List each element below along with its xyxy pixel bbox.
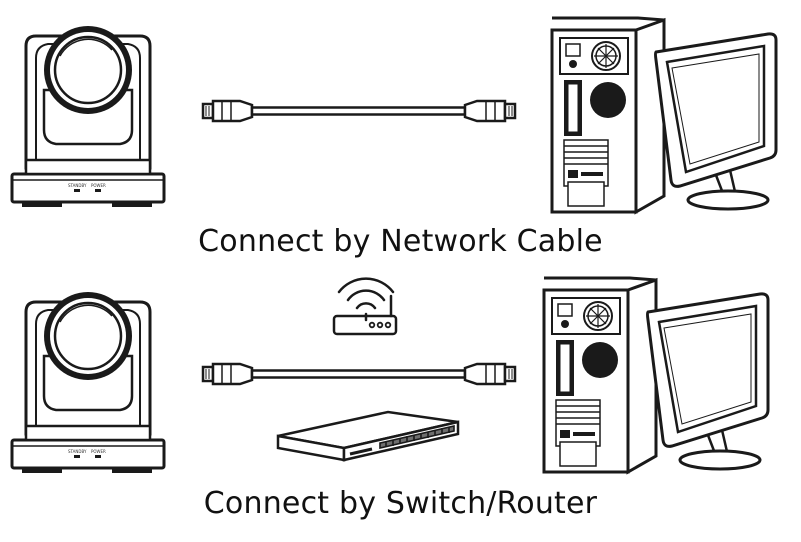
camera-power-label: POWER (91, 449, 106, 454)
ptz-camera-icon (10, 290, 166, 475)
camera-standby-label: STANDBY (68, 183, 87, 188)
wifi-router-icon (332, 277, 398, 336)
caption-network-cable: Connect by Network Cable (198, 224, 603, 259)
caption-switch-router: Connect by Switch/Router (203, 486, 598, 521)
desktop-computer-icon (542, 276, 770, 474)
camera-bottom: STANDBY POWER (10, 290, 166, 475)
desktop-computer-icon (550, 16, 778, 214)
camera-top: STANDBY POWER (10, 24, 166, 209)
camera-power-label: POWER (91, 183, 106, 188)
ptz-camera-icon (10, 24, 166, 209)
ethernet-cable-icon (201, 362, 517, 386)
ethernet-cable-icon (201, 99, 517, 123)
camera-standby-label: STANDBY (68, 449, 87, 454)
network-switch-icon (276, 410, 460, 462)
